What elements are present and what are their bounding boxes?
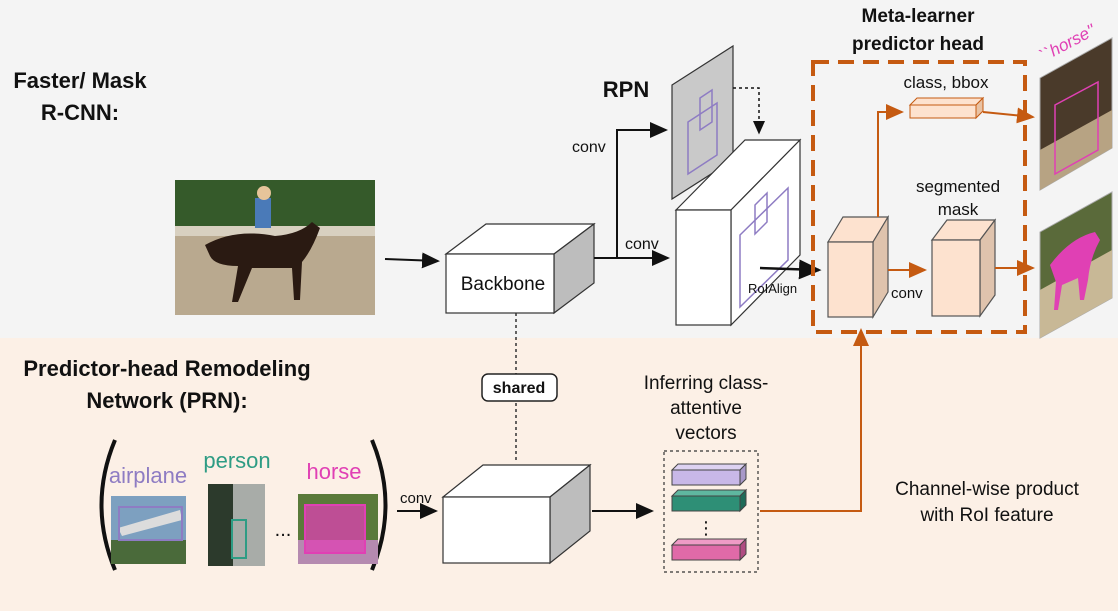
horse-label: horse [306, 459, 361, 484]
support-set-left-paren [99, 439, 117, 571]
support-ellipsis: ... [275, 519, 292, 541]
rpn-proposals-dotted [733, 87, 765, 135]
person-label: person [203, 448, 270, 473]
output-mask-image [1039, 191, 1113, 339]
infer-label-line3: vectors [675, 423, 736, 444]
roialign-label: RoIAlign [748, 281, 797, 296]
airplane-label: airplane [109, 463, 187, 488]
roi-feature-block [826, 214, 890, 320]
conv-label-mid: conv [625, 236, 659, 253]
faster-mask-title-line2: R-CNN: [41, 100, 119, 125]
input-horse-photo [175, 180, 375, 315]
prn-title-line2: Network (PRN): [86, 388, 247, 413]
shared-badge [481, 373, 558, 402]
vectors-vertical-dots: ⋮ [697, 518, 715, 538]
infer-label-line2: attentive [670, 398, 742, 419]
prn-title-line1: Predictor-head Remodeling [23, 356, 310, 381]
shared-label: shared [493, 380, 545, 397]
channel-product-line1: Channel-wise product [895, 479, 1079, 500]
arrow-backbone-to-rpn [594, 122, 668, 259]
vector-horse [670, 537, 748, 562]
backbone-label: Backbone [461, 274, 546, 295]
faster-mask-title-line1: Faster/ Mask [13, 68, 147, 93]
arrow-roi-to-class-bbox [877, 104, 904, 217]
feature-map-block [674, 138, 802, 327]
segmented-label-line2: mask [938, 200, 979, 219]
arrow-class-bbox-out [982, 107, 1035, 124]
vector-person [670, 488, 748, 513]
prn-block [441, 463, 592, 565]
segmented-mask-block [930, 218, 997, 318]
segmented-label-line1: segmented [916, 177, 1000, 196]
conv-label-top: conv [572, 139, 606, 156]
rpn-label: RPN [603, 77, 649, 102]
support-image-horse [298, 494, 378, 564]
arrow-image-to-backbone [384, 252, 440, 269]
conv-label-prn: conv [400, 490, 432, 507]
channel-product-line2: with RoI feature [919, 505, 1053, 526]
meta-learner-title-line2: predictor head [852, 34, 984, 55]
vector-airplane [670, 462, 748, 487]
arrow-roialign [759, 259, 822, 280]
meta-learner-dashed-box [811, 60, 1027, 334]
class-bbox-block [908, 96, 985, 120]
support-image-airplane [111, 496, 186, 564]
backbone-block [444, 222, 596, 315]
infer-label-line1: Inferring class- [644, 373, 769, 394]
conv-label-head: conv [891, 285, 923, 302]
support-image-person [208, 484, 265, 566]
arrow-vectors-to-roi-feature [760, 328, 869, 512]
meta-learner-title-line1: Meta-learner [862, 6, 976, 27]
output-detection-image [1039, 37, 1113, 191]
class-bbox-label: class, bbox [903, 73, 989, 92]
